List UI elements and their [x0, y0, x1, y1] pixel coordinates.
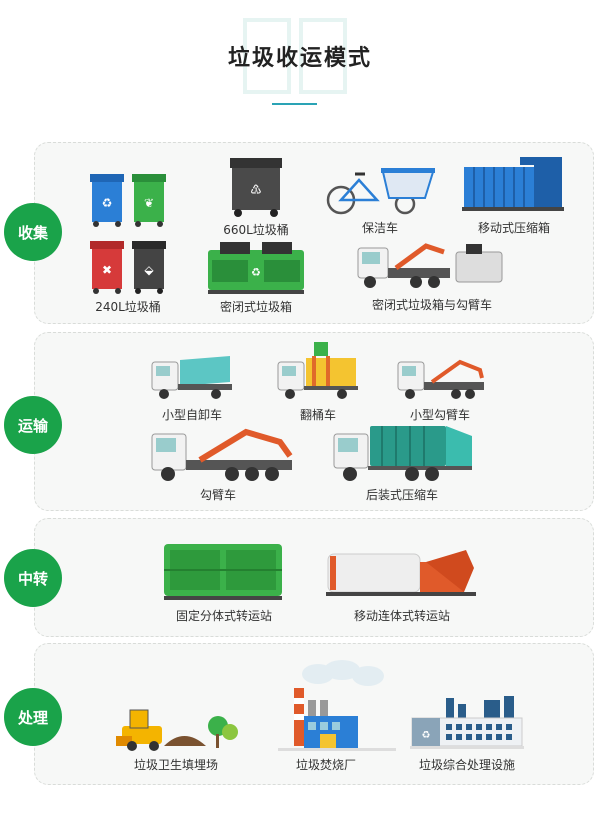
svg-text:♻: ♻ [102, 196, 113, 210]
bin-660l-icon: ♳ [230, 158, 282, 217]
label-fixed-split-station: 固定分体式转运站 [175, 609, 273, 623]
label-660l-bin: 660L垃圾桶 [223, 223, 289, 237]
flip-bucket-truck-icon [277, 342, 358, 399]
label-cleaning-cart: 保洁车 [361, 221, 399, 235]
title-decoration-icon [243, 18, 347, 94]
stage-transfer: 中转 [4, 549, 62, 607]
stage-dispose: 处理 [4, 688, 62, 746]
label-sealed-hook-truck: 密闭式垃圾箱与勾臂车 [371, 298, 493, 312]
fixed-split-station-icon [164, 544, 282, 600]
rear-compression-truck-icon [333, 426, 472, 481]
recycle-bin-blue-icon: ♻ [90, 174, 124, 227]
stage-transport: 运输 [4, 396, 62, 454]
hook-arm-truck-icon [151, 428, 293, 481]
landfill-icon [116, 709, 238, 751]
label-hook-arm-truck: 勾臂车 [199, 488, 237, 502]
label-integrated-facility: 垃圾综合处理设施 [418, 758, 516, 772]
cleaning-cart-icon [326, 168, 435, 215]
hazard-bin-red-icon: ✖ [90, 241, 124, 294]
sealed-garbage-box-icon: ♻ [208, 242, 304, 294]
mobile-compression-box-icon [462, 157, 564, 211]
small-hook-truck-icon [397, 359, 484, 399]
label-mobile-compression-box: 移动式压缩箱 [477, 221, 551, 235]
label-small-hook-truck: 小型勾臂车 [409, 408, 471, 422]
title-underline [272, 103, 317, 105]
page-title: 垃圾收运模式 [227, 46, 372, 71]
label-sealed-box: 密闭式垃圾箱 [219, 300, 293, 314]
label-rear-compression-truck: 后装式压缩车 [365, 488, 439, 502]
other-bin-black-icon: ⬙ [132, 241, 166, 294]
mobile-joint-station-icon [326, 550, 476, 596]
label-240l-bin: 240L垃圾桶 [95, 300, 161, 314]
incinerator-icon [278, 660, 396, 751]
svg-text:✖: ✖ [102, 263, 112, 277]
stage-collect: 收集 [4, 203, 62, 261]
label-incinerator: 垃圾焚烧厂 [295, 758, 357, 772]
sealed-box-hook-truck-icon [357, 243, 503, 288]
svg-text:♳: ♳ [250, 183, 262, 198]
transfer-panel [34, 518, 594, 637]
integrated-facility-icon: ♻ [410, 696, 524, 749]
svg-text:❦: ❦ [144, 196, 154, 210]
svg-text:♻: ♻ [251, 266, 261, 279]
svg-text:♻: ♻ [422, 730, 431, 741]
label-flip-bucket-truck: 翻桶车 [299, 408, 337, 422]
label-mobile-joint-station: 移动连体式转运站 [353, 609, 451, 623]
label-small-dump-truck: 小型自卸车 [161, 408, 223, 422]
svg-text:⬙: ⬙ [144, 263, 154, 277]
kitchen-bin-green-icon: ❦ [132, 174, 166, 227]
label-landfill: 垃圾卫生填埋场 [133, 758, 219, 772]
small-dump-truck-icon [151, 356, 232, 399]
